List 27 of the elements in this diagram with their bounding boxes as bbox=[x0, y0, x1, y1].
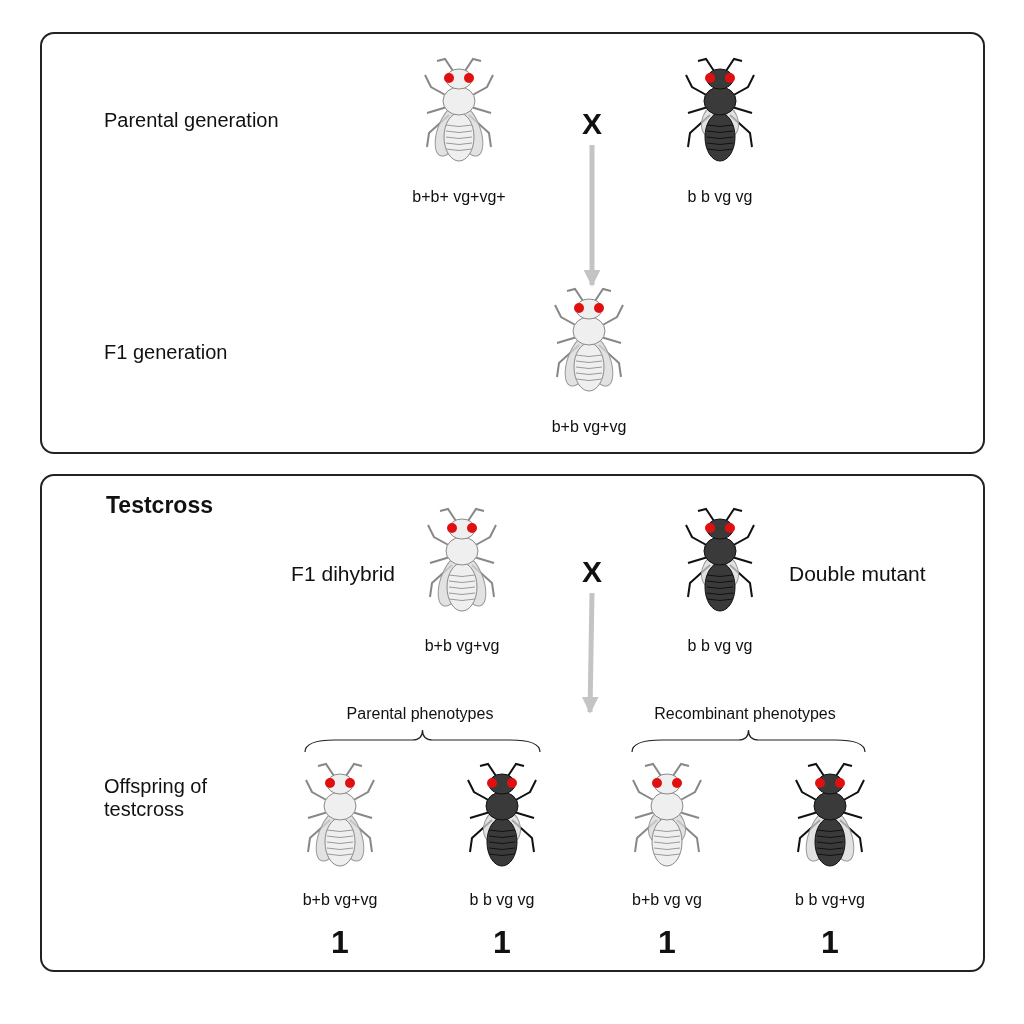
genotype-label: b+b vg+vg bbox=[302, 891, 378, 909]
cross-symbol: X bbox=[575, 107, 609, 141]
text-label: Offspring of testcross bbox=[104, 774, 209, 821]
panel bbox=[40, 474, 985, 972]
genotype-label: b+b+ vg+vg+ bbox=[412, 188, 506, 206]
genotype-label: b b vg+vg bbox=[795, 891, 865, 909]
text-label: Recombinant phenotypes bbox=[654, 705, 836, 723]
text-label: Parental phenotypes bbox=[346, 705, 494, 723]
fly-caption: F1 dihybrid bbox=[291, 562, 395, 586]
genotype-label: b+b vg+vg bbox=[551, 418, 627, 436]
genotype-label: b b vg vg bbox=[469, 891, 535, 909]
arrow bbox=[583, 145, 601, 287]
fly-caption: Double mutant bbox=[789, 562, 926, 586]
ratio-number: 1 bbox=[658, 923, 676, 961]
panel-heading: Testcross bbox=[106, 491, 213, 519]
genotype-label: b+b vg+vg bbox=[424, 637, 500, 655]
genotype-label: b b vg vg bbox=[687, 188, 753, 206]
text-label: F1 generation bbox=[104, 340, 228, 364]
ratio-number: 1 bbox=[331, 923, 349, 961]
text-label: Parental generation bbox=[104, 108, 279, 132]
ratio-number: 1 bbox=[493, 923, 511, 961]
genotype-label: b b vg vg bbox=[687, 637, 753, 655]
genotype-label: b+b vg vg bbox=[632, 891, 702, 909]
ratio-number: 1 bbox=[821, 923, 839, 961]
cross-symbol: X bbox=[575, 555, 609, 589]
panel bbox=[40, 32, 985, 454]
arrow bbox=[581, 592, 599, 714]
